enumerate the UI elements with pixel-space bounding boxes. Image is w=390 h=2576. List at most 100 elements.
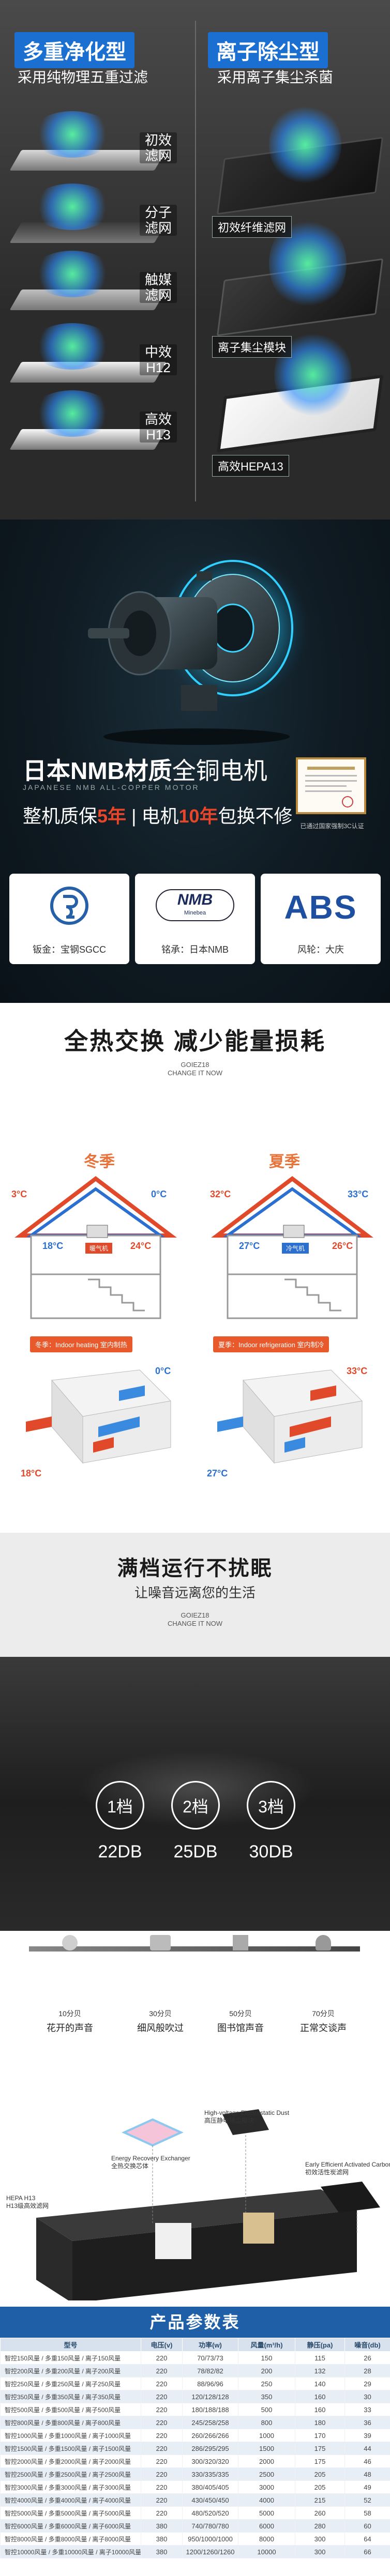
summer-temp-outdoor-high: 32°C	[210, 1189, 231, 1199]
spec-value-cell: 160	[295, 2390, 345, 2403]
abs-logo-text: ABS	[284, 889, 357, 926]
motor-title: 日本NMB材质全铜电机	[23, 752, 267, 786]
winter-temp-outdoor-high: 3°C	[11, 1189, 27, 1199]
spec-value-cell: 175	[295, 2442, 345, 2455]
spec-value-cell: 245/258/258	[182, 2416, 238, 2429]
spec-value-cell: 220	[141, 2455, 183, 2468]
spec-value-cell: 8000	[238, 2532, 295, 2545]
airflow-glow	[269, 103, 341, 186]
spec-value-cell: 200	[238, 2364, 295, 2377]
spec-value-cell: 66	[344, 2545, 390, 2558]
spec-value-cell: 2500	[238, 2467, 295, 2481]
unit-exploded-illustration	[36, 2109, 380, 2300]
spec-value-cell: 1000	[238, 2429, 295, 2442]
spec-value-cell: 250	[238, 2377, 295, 2390]
spec-value-cell: 120/128/128	[182, 2390, 238, 2403]
spec-value-cell: 330/335/335	[182, 2467, 238, 2481]
model-name-cell: 智控250风量 / 多重250风量 / 离子250风量	[0, 2377, 141, 2390]
spec-value-cell: 3000	[238, 2480, 295, 2494]
spec-table-section: 产品参数表 型号电压(v)功率(w)风量(m³/h)静压(pa)噪音(db) 智…	[0, 2300, 390, 2576]
spec-value-cell: 220	[141, 2506, 183, 2520]
winter-exchange-outdoor: 0°C	[155, 1366, 171, 1376]
spec-value-cell: 380	[141, 2545, 183, 2558]
summer-temp-indoor-mid: 26°C	[332, 1241, 353, 1251]
noise-caption: 正常交谈声	[300, 2023, 347, 2033]
spec-value-cell: 205	[295, 2480, 345, 2494]
summer-core-label: 冷气机	[282, 1243, 309, 1254]
nmb-logo-text: NMB	[177, 891, 213, 908]
summer-label: 夏季	[269, 1153, 300, 1170]
airflow-glow	[31, 184, 114, 230]
spec-value-cell: 5000	[238, 2506, 295, 2520]
gear-decibel: 25DB	[173, 1842, 218, 1862]
callout-carbon: Early Efficient Activated Carbon 初效活性炭滤网	[305, 2161, 390, 2176]
noise-level: 10分贝花开的声音	[39, 2008, 101, 2034]
material-card-nmb: NMB Minebea 铭承：日本NMB	[135, 874, 255, 964]
quiet-subtitle: 让噪音远离您的生活	[134, 1585, 256, 1601]
spec-value-cell: 6000	[238, 2519, 295, 2533]
spec-value-cell: 60	[344, 2519, 390, 2533]
warranty-replace-label: 包换不修	[218, 805, 293, 827]
spec-value-cell: 2000	[238, 2455, 295, 2468]
hepa-label: 高效HEPA13	[212, 455, 289, 477]
warranty-separator: |	[131, 805, 137, 827]
model-name-cell: 智控200风量 / 多重200风量 / 离子200风量	[0, 2364, 141, 2377]
quiet-title: 满档运行不扰眠	[117, 1557, 273, 1580]
callout-hepa: HEPA H13 H13级高效滤网	[6, 2194, 49, 2209]
spec-value-cell: 49	[344, 2480, 390, 2494]
model-name-cell: 智控1000风量 / 多重1000风量 / 离子1000风量	[0, 2429, 141, 2442]
gear-decibel: 30DB	[249, 1842, 293, 1862]
filter-layer-label: 触媒 滤网	[140, 272, 177, 303]
spec-value-cell: 430/450/450	[182, 2493, 238, 2507]
library-icon	[233, 1935, 248, 1950]
material-card-caption: 铭承：日本NMB	[161, 944, 229, 955]
warranty-motor-years: 10年	[178, 805, 218, 827]
ion-module-label: 离子集尘模块	[212, 336, 292, 358]
motor-title-normal: 全铜电机	[172, 757, 267, 784]
spec-value-cell: 64	[344, 2532, 390, 2545]
spec-value-cell: 380	[141, 2532, 183, 2545]
nmb-logo-icon: NMB Minebea	[156, 889, 234, 921]
motor-subtitle: JAPANESE NMB ALL-COPPER MOTOR	[23, 783, 200, 791]
gear-ring	[96, 1781, 144, 1830]
airflow-glow	[31, 251, 114, 297]
spec-value-cell: 215	[295, 2493, 345, 2507]
airflow-glow	[31, 323, 114, 370]
spec-table-header-cell: 型号	[0, 2338, 141, 2352]
spec-value-cell: 30	[344, 2390, 390, 2403]
spec-value-cell: 220	[141, 2442, 183, 2455]
spec-value-cell: 180	[295, 2416, 345, 2429]
motor-title-bold: 日本NMB材质	[23, 757, 172, 784]
spec-table-title: 产品参数表	[0, 2307, 390, 2338]
spec-value-cell: 1200/1260/1260	[182, 2545, 238, 2558]
wind-icon	[150, 1935, 171, 1950]
spec-value-cell: 220	[141, 2467, 183, 2481]
filter-layer-label: 初效 滤网	[140, 132, 177, 163]
winter-exchanger-core	[26, 1369, 172, 1464]
noise-value: 50分贝	[229, 2009, 252, 2018]
spec-value-cell: 280	[295, 2519, 345, 2533]
spec-value-cell: 220	[141, 2493, 183, 2507]
model-name-cell: 智控1500风量 / 多重1500风量 / 离子1500风量	[0, 2442, 141, 2455]
model-name-cell: 智控5000风量 / 多重5000风量 / 离子5000风量	[0, 2506, 141, 2520]
model-name-cell: 智控2000风量 / 多重2000风量 / 离子2000风量	[0, 2455, 141, 2468]
winter-tag: 冬季：Indoor heating 室内制热	[30, 1336, 132, 1352]
spec-value-cell: 46	[344, 2455, 390, 2468]
summer-exchanger-core	[217, 1369, 363, 1464]
noise-icons-row	[0, 1931, 390, 1967]
gear-decibel: 22DB	[98, 1842, 142, 1862]
spec-value-cell: 286/295/295	[182, 2442, 238, 2455]
winter-label: 冬季	[84, 1153, 115, 1170]
noise-level: 30分贝细风般吹过	[129, 2008, 191, 2034]
winter-temp-outdoor-top: 0°C	[151, 1189, 167, 1199]
noise-caption: 细风般吹过	[137, 2023, 184, 2033]
model-name-cell: 智控8000风量 / 多重8000风量 / 离子8000风量	[0, 2532, 141, 2545]
noise-level: 70分贝正常交谈声	[292, 2008, 354, 2034]
